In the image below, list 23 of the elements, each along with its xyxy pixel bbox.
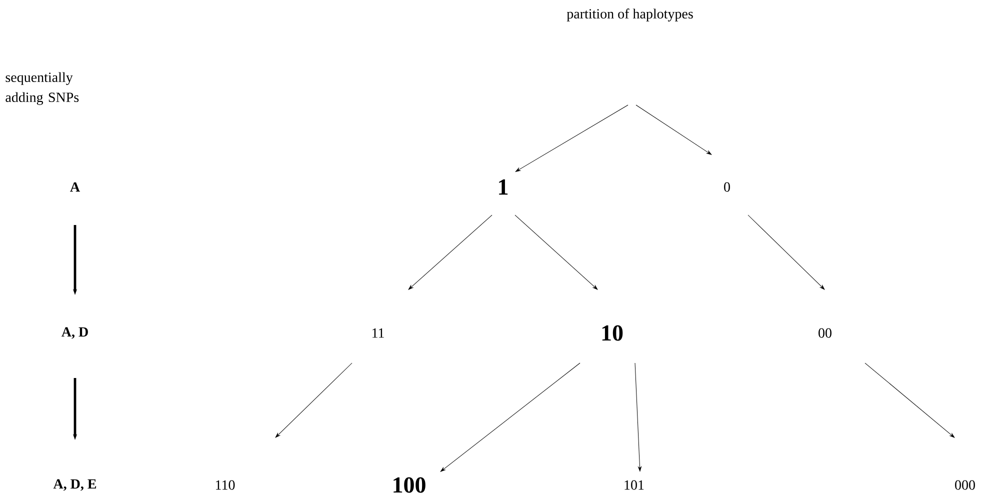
haplotype-label: 101 (624, 480, 644, 490)
arrow (864, 362, 955, 438)
snp-set-label: A, D (62, 327, 88, 339)
note-text: sequentially adding SNPs (6, 72, 79, 105)
haplotype-label: 000 (955, 480, 975, 490)
arrow (408, 214, 492, 290)
arrow (440, 362, 580, 472)
arrow (636, 104, 712, 155)
haplotype-label: 11 (372, 328, 384, 338)
arrow (515, 104, 628, 172)
haplotype-label: 1 (499, 179, 508, 195)
haplotype-label: 0 (724, 182, 730, 192)
arrow (514, 214, 598, 290)
arrow (748, 214, 825, 290)
arrow (275, 362, 352, 438)
haplotype-label: 110 (216, 480, 235, 490)
title-text: partition of haplotypes (566, 8, 693, 22)
snp-set-label: A, D, E (53, 479, 96, 491)
arrow (634, 362, 642, 472)
haplotype-label: 100 (394, 477, 426, 493)
haplotype-label: 00 (818, 328, 832, 338)
snp-set-label: A (70, 182, 80, 192)
haplotype-label: 10 (602, 325, 623, 341)
